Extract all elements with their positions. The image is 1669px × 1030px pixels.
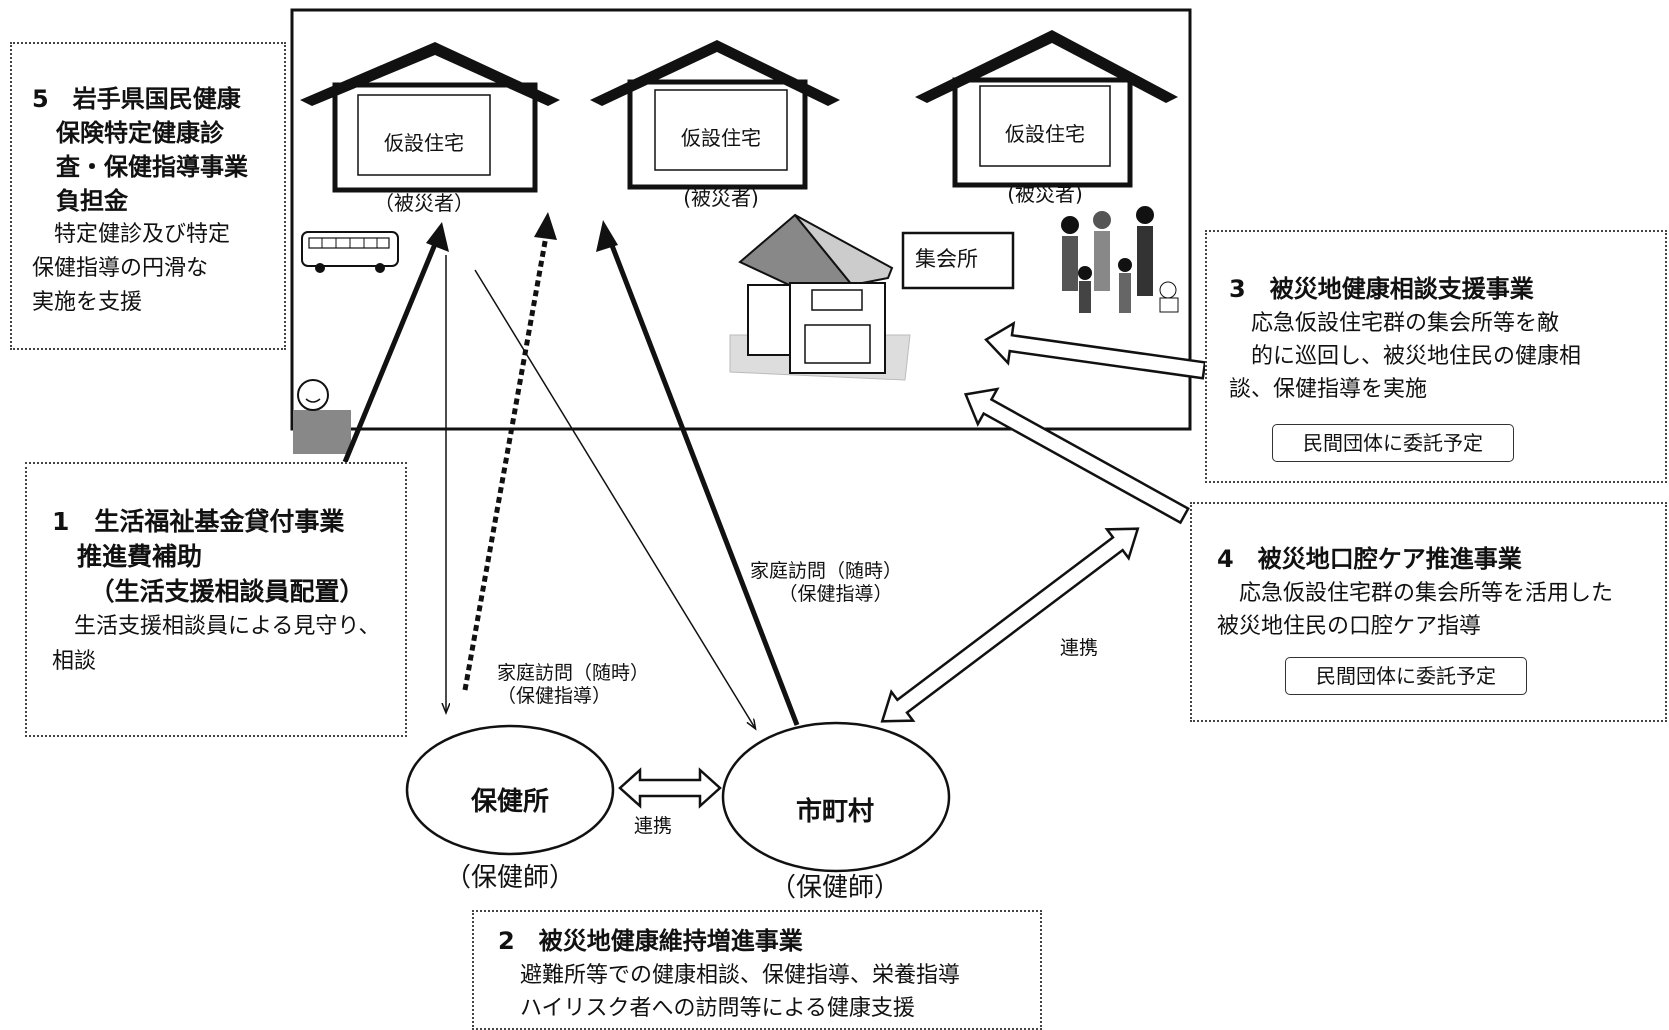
double-arrow-cooperation-bottom [618, 767, 722, 809]
house-3 [915, 30, 1178, 188]
assembly-hall-building-icon [729, 213, 911, 381]
municipality-sub: （保健師） [769, 873, 900, 903]
box-5-desc: 特定健診及び特定 保健指導の円滑な 実施を支援 [32, 222, 231, 315]
box-4-title: 4 被災地口腔ケア推進事業 [1217, 545, 1522, 573]
house-3-label: 仮設住宅 (被災者) [980, 89, 1110, 209]
health-center-sub: （保健師） [444, 863, 575, 893]
arrow-house1-to-municipality-thin [474, 269, 755, 728]
box-1-welfare-loan: 1 生活福祉基金貸付事業 推進費補助 （生活支援相談員配置） 生活支援相談員によ… [25, 462, 407, 737]
house-1-title: 仮設住宅 [384, 131, 464, 155]
house-2-label: 仮設住宅 (被災者) [655, 93, 787, 213]
house-1-sub: （被災者） [374, 191, 474, 215]
house-2-title: 仮設住宅 [681, 126, 761, 150]
box-5-iwate-health-checkup: 5 岩手県国民健康 保険特定健康診 査・保健指導事業 負担金 特定健診及び特定 … [10, 42, 286, 350]
counselor-person-icon [293, 379, 351, 454]
cooperation-label-right: 連携 [1060, 637, 1099, 659]
box-3-desc: 応急仮設住宅群の集会所等を敵 的に巡回し、被災地住民の健康相 談、保健指導を実施 [1229, 311, 1582, 402]
home-visit-label-right: 家庭訪問（随時） （保健指導） [750, 560, 903, 605]
health-center-ellipse [405, 724, 615, 856]
hollow-arrow-box4-to-area [963, 387, 1190, 525]
house-2-sub: (被災者) [683, 186, 759, 210]
box-1-title: 1 生活福祉基金貸付事業 推進費補助 （生活支援相談員配置） [52, 507, 365, 606]
double-arrow-cooperation-right [880, 527, 1140, 723]
assembly-hall-label: 集会所 [915, 247, 978, 271]
box-5-title: 5 岩手県国民健康 保険特定健康診 査・保健指導事業 負担金 [32, 85, 248, 215]
bus-icon [301, 231, 399, 273]
municipality-text: 市町村 （保健師） [745, 755, 925, 907]
health-center-text: 保健所 （保健師） [420, 745, 600, 897]
box-2-health-promotion: 2 被災地健康維持増進事業 避難所等での健康相談、保健指導、栄養指導 ハイリスク… [472, 910, 1042, 1030]
family-icon [1061, 206, 1179, 313]
box-3-title: 3 被災地健康相談支援事業 [1229, 275, 1534, 303]
arrow-box1-to-house1 [342, 222, 449, 463]
box-4-oral-care: 4 被災地口腔ケア推進事業 応急仮設住宅群の集会所等を活用した 被災地住民の口腔… [1190, 502, 1667, 722]
box-3-badge: 民間団体に委託予定 [1272, 424, 1514, 462]
cooperation-label-bottom: 連携 [634, 815, 673, 837]
hollow-arrow-box3-to-hall [984, 320, 1207, 380]
temporary-housing-area [290, 8, 1192, 431]
house-3-title: 仮設住宅 [1005, 122, 1085, 146]
house-3-sub: (被災者) [1007, 182, 1083, 206]
house-2 [590, 40, 840, 190]
house-1 [300, 42, 560, 193]
arrow-health-center-to-house2-dotted [462, 212, 557, 691]
box-1-desc: 生活支援相談員による見守り、 相談 [52, 614, 381, 674]
home-visit-label-left: 家庭訪問（随時） （保健指導） [497, 662, 650, 707]
box-2-desc: 避難所等での健康相談、保健指導、栄養指導 ハイリスク者への訪問等による健康支援 [520, 963, 961, 1021]
municipality-name: 市町村 [795, 797, 874, 827]
box-4-desc: 応急仮設住宅群の集会所等を活用した 被災地住民の口腔ケア指導 [1217, 581, 1614, 639]
health-center-name: 保健所 [470, 787, 549, 817]
arrow-municipality-to-house2 [596, 220, 800, 726]
house-1-label: 仮設住宅 （被災者） [358, 98, 490, 218]
box-2-title: 2 被災地健康維持増進事業 [498, 927, 803, 955]
box-4-badge: 民間団体に委託予定 [1285, 657, 1527, 695]
municipality-ellipse [721, 721, 951, 873]
assembly-hall-box [901, 231, 1015, 290]
